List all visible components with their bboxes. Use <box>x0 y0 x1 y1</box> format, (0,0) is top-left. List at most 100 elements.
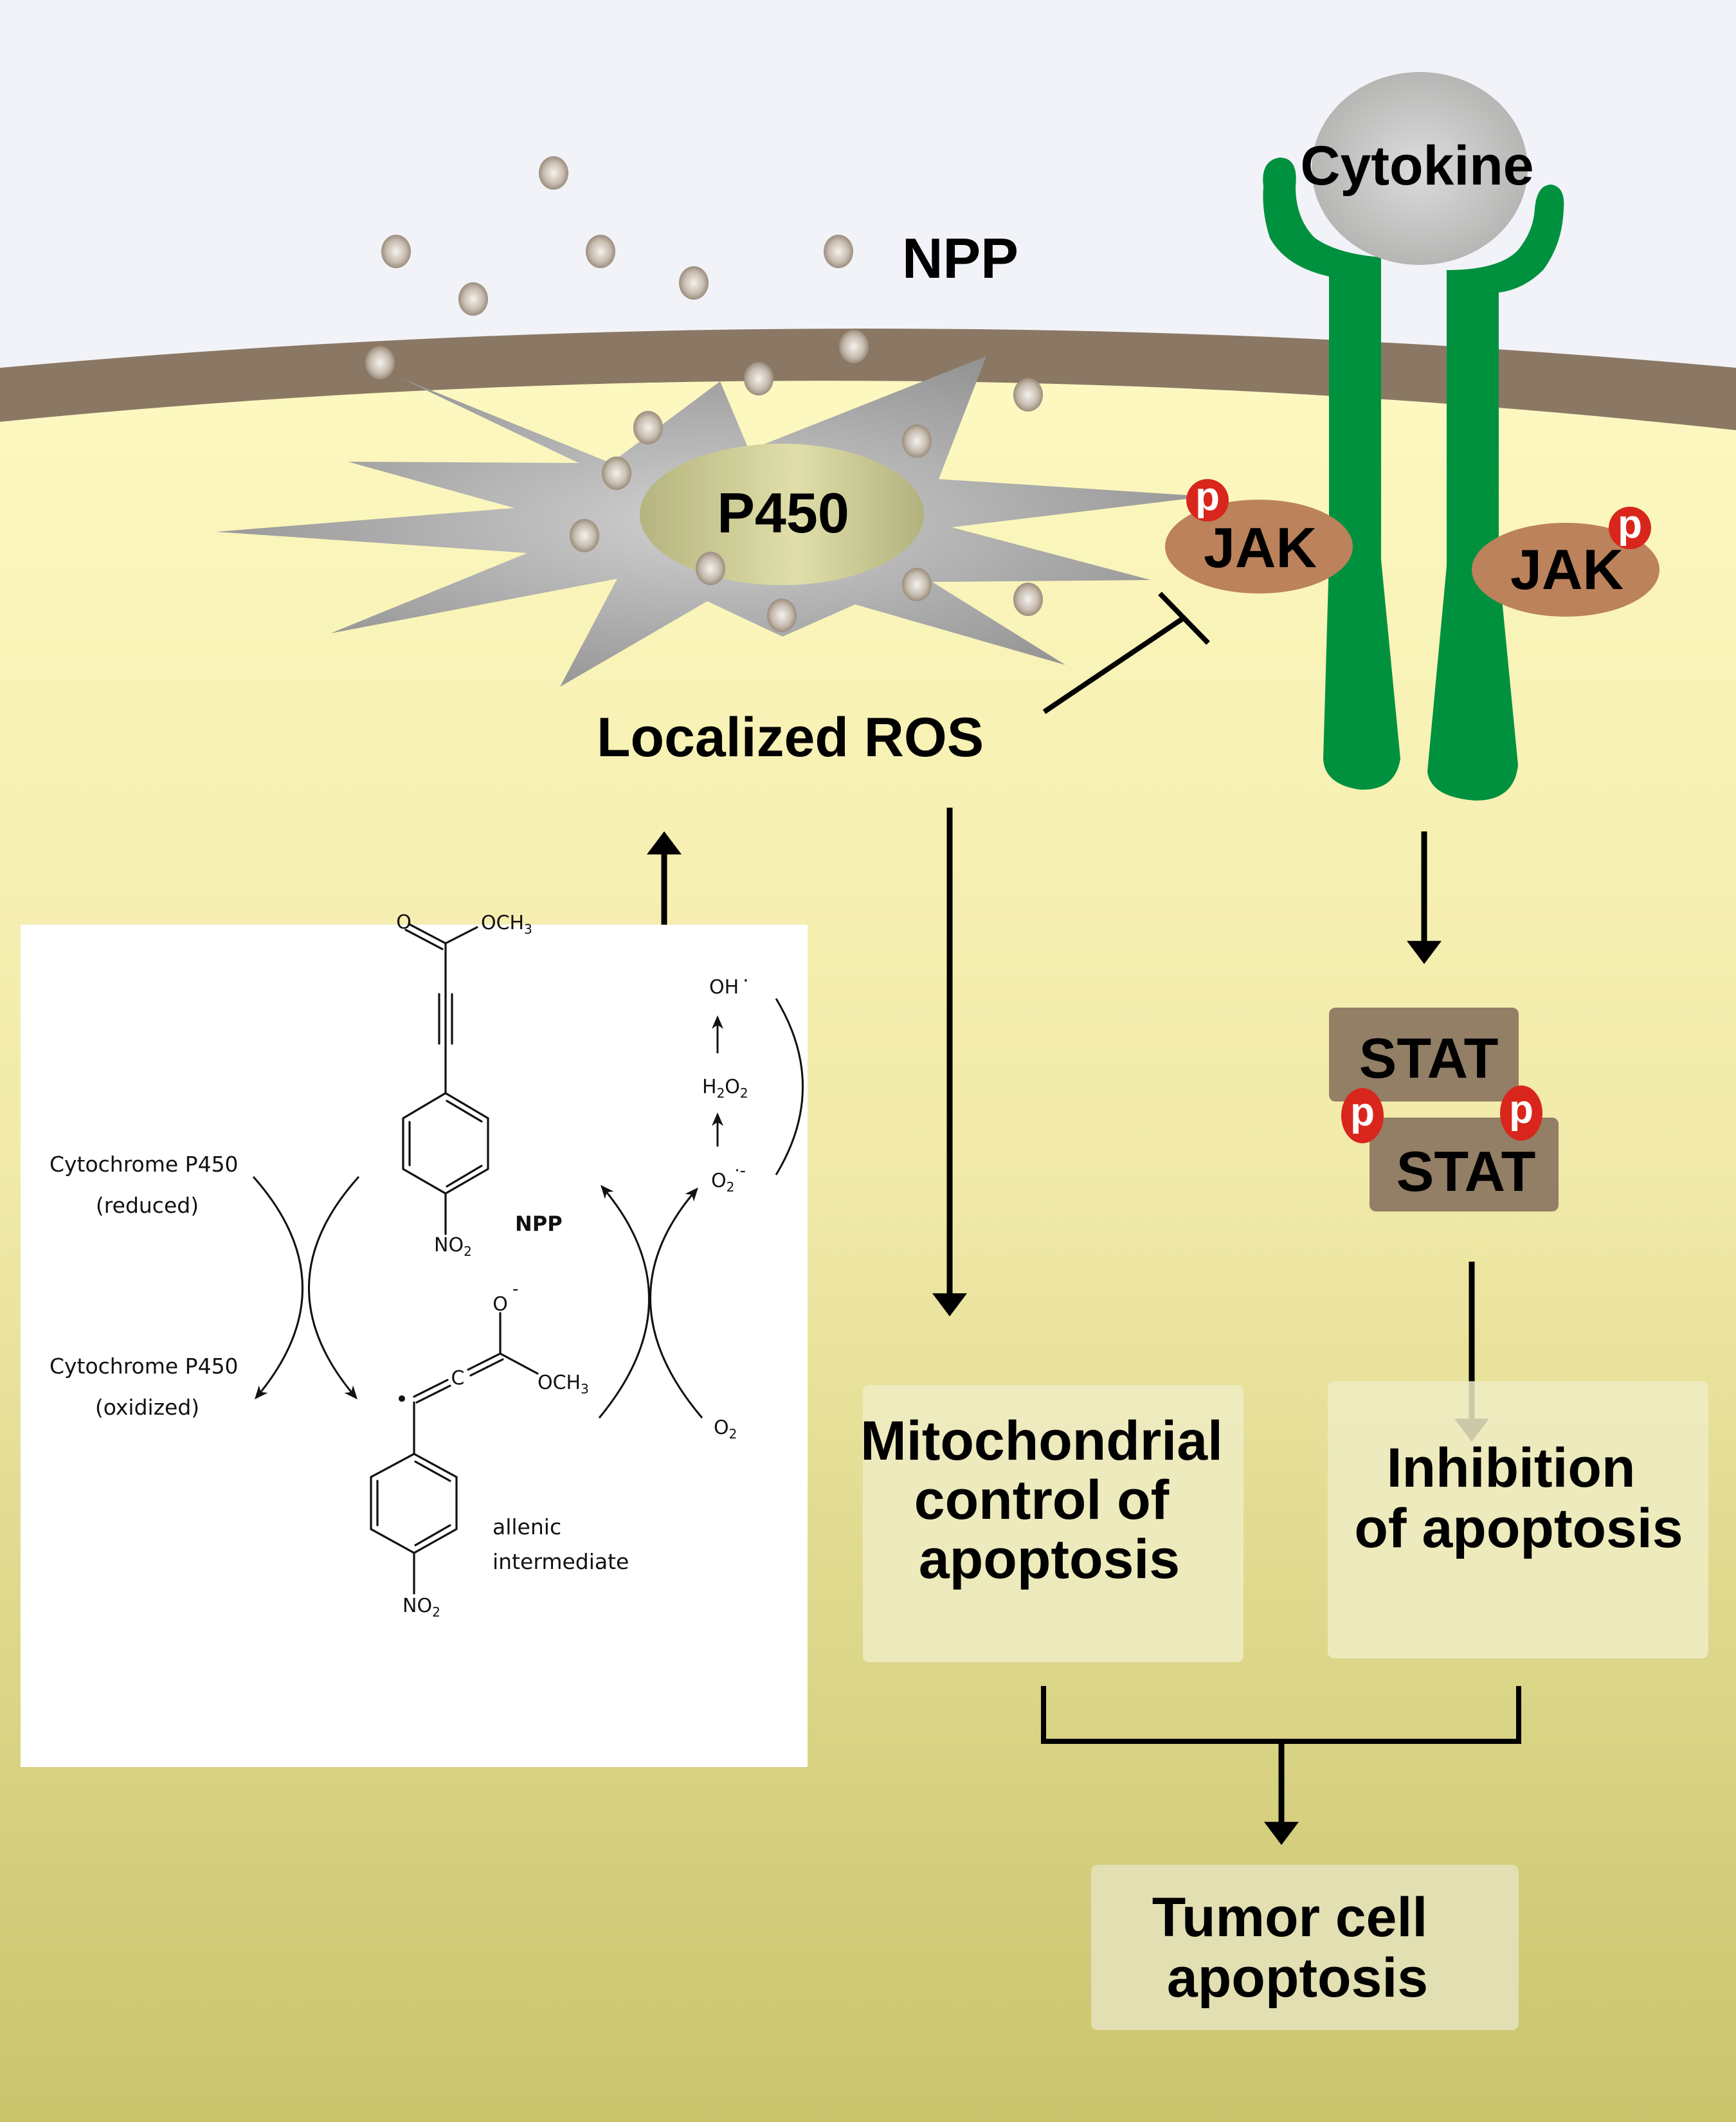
npp-molecule <box>902 424 932 458</box>
npp-molecule <box>633 411 663 444</box>
npp-nitro-sub: 2 <box>464 1244 472 1259</box>
mitochondrial-box <box>863 1385 1243 1662</box>
allenic-label: allenic intermediate <box>493 1514 629 1574</box>
jak-right <box>1472 523 1659 617</box>
npp-carbonyl-o: O <box>396 911 411 934</box>
p450-enzyme <box>640 444 924 585</box>
ros-inhibits-jak <box>1042 592 1210 714</box>
allenic-ester-text: OCH <box>538 1372 581 1394</box>
npp-molecule <box>696 552 725 585</box>
allenic-structure: O - C OCH3 NO2 <box>370 1280 589 1620</box>
mechanism-panel-background <box>21 925 808 1767</box>
tumor-apoptosis-label: Tumor cell apoptosis <box>1152 1887 1443 2009</box>
p450-label: P450 <box>717 481 849 545</box>
mitochondrial-line-1: Mitochondrial <box>860 1410 1223 1472</box>
npp-structure: O OCH3 NO2 <box>396 911 532 1259</box>
hydroxyl-text: OH <box>709 976 739 999</box>
npp-molecule <box>824 235 853 268</box>
hydroxyl-dot: · <box>743 970 749 992</box>
peroxide-o: O <box>725 1076 740 1098</box>
tumor-line-2: apoptosis <box>1167 1947 1428 2009</box>
cyp-oxidized-line-2: (oxidized) <box>95 1395 199 1420</box>
npp-molecule <box>365 346 395 379</box>
npp-molecule <box>539 156 568 190</box>
npp-molecule <box>570 519 599 552</box>
hydroxyl-radical: OH· <box>709 970 749 999</box>
peroxide-sub1: 2 <box>717 1085 725 1101</box>
arc-allenic-to-npp <box>598 1184 650 1419</box>
cyp-oxidized-label: Cytochrome P450 (oxidized) <box>50 1354 245 1420</box>
phospho-stat-left-label: p <box>1350 1090 1375 1134</box>
cyp-reduced-label: Cytochrome P450 (reduced) <box>50 1152 245 1218</box>
receptor-right-chain <box>1427 185 1564 801</box>
phospho-jak-left-label: p <box>1195 475 1220 519</box>
inhibition-box <box>1328 1381 1708 1658</box>
allenic-line-1: allenic <box>493 1514 561 1539</box>
superoxide-text: O <box>711 1170 727 1192</box>
cytokine-receptor <box>1263 158 1564 801</box>
npp-ester-text: OCH <box>481 912 524 934</box>
stat-top <box>1329 1008 1519 1102</box>
npp-molecule <box>381 235 411 268</box>
stat-bottom <box>1370 1118 1559 1211</box>
inhibition-line-1: Inhibition <box>1387 1437 1636 1499</box>
mitochondrial-label: Mitochondrial control of apoptosis <box>860 1410 1238 1590</box>
phospho-stat-right-label: p <box>1509 1087 1533 1132</box>
mechanism-panel: Cytochrome P450 (reduced) Cytochrome P45… <box>21 911 808 1767</box>
cyp-reduced-line-2: (reduced) <box>96 1193 199 1218</box>
phospho-jak-right-label: p <box>1618 502 1642 547</box>
allenic-central-carbon: C <box>451 1367 465 1390</box>
stat-top-label: STAT <box>1359 1026 1499 1090</box>
npp-molecule <box>679 266 709 300</box>
cyp-reduced-line-1: Cytochrome P450 <box>50 1152 239 1177</box>
allenic-oxide: O <box>493 1293 508 1316</box>
npp-molecule <box>1013 583 1043 616</box>
npp-molecule <box>602 457 631 490</box>
allenic-ester-group: OCH3 <box>538 1372 589 1397</box>
tumor-line-1: Tumor cell <box>1152 1887 1428 1948</box>
cytokine <box>1312 72 1528 265</box>
npp-label: NPP <box>902 226 1018 290</box>
allenic-line-2: intermediate <box>493 1549 629 1574</box>
superoxide-charge: ·- <box>734 1161 746 1181</box>
npp-ester-group: OCH3 <box>481 912 532 937</box>
allenic-ester-sub: 3 <box>581 1381 589 1397</box>
receptor-left-chain <box>1263 158 1400 790</box>
npp-molecules <box>365 156 1043 632</box>
cell-membrane <box>0 329 1736 430</box>
npp-molecule <box>458 282 488 316</box>
oxygen-text: O <box>714 1417 729 1439</box>
allenic-nitro-sub: 2 <box>432 1604 440 1620</box>
jak-left-label: JAK <box>1204 516 1317 579</box>
arc-npp-to-allenic <box>308 1175 360 1400</box>
superoxide: O2·- <box>711 1161 746 1195</box>
peroxide-sub2: 2 <box>740 1085 748 1101</box>
arc-oxygen-to-superoxide <box>649 1187 703 1419</box>
arc-ros-cycle <box>775 998 804 1175</box>
arc-cyp-reduced-to-oxidized <box>252 1176 303 1400</box>
oxygen-sub: 2 <box>729 1426 737 1442</box>
npp-molecule <box>767 599 797 632</box>
phospho-jak-left <box>1186 479 1229 521</box>
peroxide-h: H <box>702 1076 717 1098</box>
npp-molecule <box>744 362 773 395</box>
oxygen: O2 <box>714 1417 737 1442</box>
npp-ester-sub: 3 <box>524 921 532 937</box>
cyp-oxidized-line-1: Cytochrome P450 <box>50 1354 239 1379</box>
jak-right-label: JAK <box>1510 538 1623 601</box>
localized-ros-label: Localized ROS <box>597 707 984 768</box>
allenic-nitro-group: NO2 <box>402 1595 440 1620</box>
mitochondrial-line-3: apoptosis <box>919 1528 1180 1590</box>
npp-structure-label: NPP <box>515 1211 563 1236</box>
npp-molecule <box>1013 378 1043 412</box>
inhibition-line-2: of apoptosis <box>1354 1498 1683 1559</box>
phospho-jak-right <box>1609 507 1651 549</box>
tumor-apoptosis-box <box>1091 1865 1519 2030</box>
cytokine-label: Cytokine <box>1300 135 1533 197</box>
hydrogen-peroxide: H2O2 <box>702 1076 748 1101</box>
npp-molecule <box>586 235 615 268</box>
inhibition-label: Inhibition of apoptosis <box>1354 1437 1683 1559</box>
superoxide-sub: 2 <box>727 1179 735 1195</box>
npp-molecule <box>839 330 869 363</box>
